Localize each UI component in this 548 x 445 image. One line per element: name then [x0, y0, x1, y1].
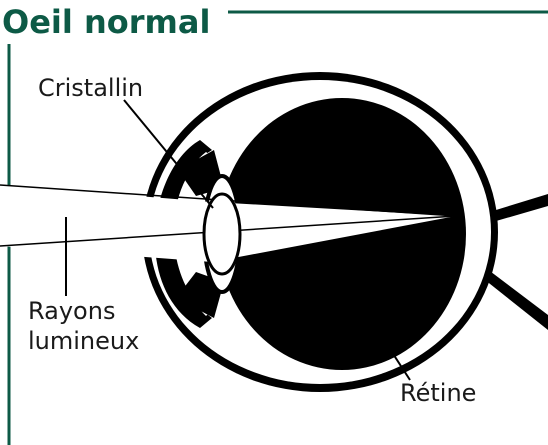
label-cristallin: Cristallin — [38, 73, 143, 103]
label-rayons-lumineux: Rayons lumineux — [28, 296, 139, 356]
lens-over — [204, 194, 240, 274]
page-title: Oeil normal — [2, 2, 210, 42]
label-rayons-line1: Rayons — [28, 296, 139, 326]
label-rayons-line2: lumineux — [28, 326, 139, 356]
label-retine: Rétine — [400, 378, 476, 408]
